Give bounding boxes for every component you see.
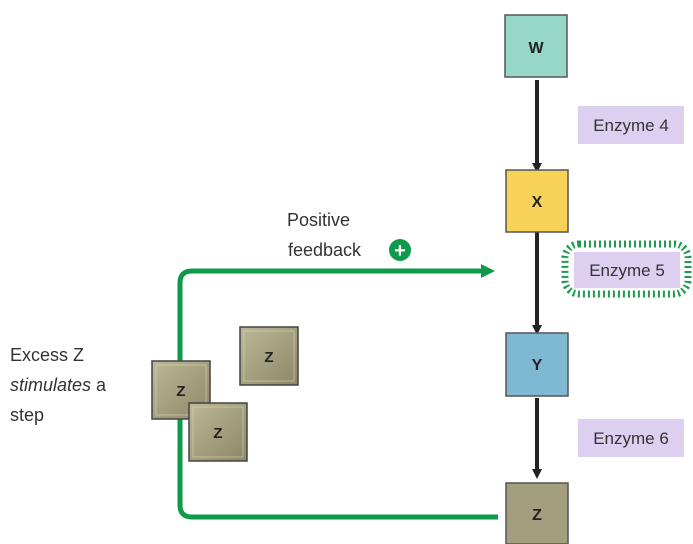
excess-z-molecule: Z [239,326,299,386]
node-x: X [505,169,569,233]
node-w: W [504,14,568,78]
enzyme-6-box: Enzyme 6 [578,419,684,457]
excess-z-molecule: Z [188,402,248,462]
enzyme-6-label: Enzyme 6 [593,429,669,448]
enzyme-4-label: Enzyme 4 [593,116,669,135]
enzyme-4-box: Enzyme 4 [578,106,684,144]
excess-z-label: Z [176,383,185,400]
excess-line1: Excess Z [10,345,84,365]
excess-line2-italic: stimulates [10,375,91,395]
enzyme-5-label: Enzyme 5 [589,261,665,280]
node-x-label: X [532,194,543,211]
svg-text:stimulates a: stimulates a [10,375,107,395]
enzyme-5-box: Enzyme 5 [561,240,692,298]
excess-z-label: Z [213,425,222,442]
plus-sign-text: + [394,240,406,262]
excess-z-molecules: Z Z Z [151,326,299,462]
feedback-label-line1: Positive [287,210,350,230]
node-z-label: Z [532,507,542,524]
excess-z-label: Z [264,349,273,366]
excess-line3: step [10,405,44,425]
node-z: Z [505,482,569,544]
node-w-label: W [528,40,544,57]
excess-line2-rest: a [91,375,107,395]
plus-sign-icon: + [389,239,411,262]
positive-feedback-label: Positive feedback + [287,210,411,262]
node-y: Y [505,332,569,397]
feedback-loop [177,264,498,520]
node-y-label: Y [532,357,543,374]
feedback-label-line2: feedback [288,240,362,260]
excess-z-caption: Excess Z stimulates a step [10,345,107,425]
feedback-line [177,264,498,520]
